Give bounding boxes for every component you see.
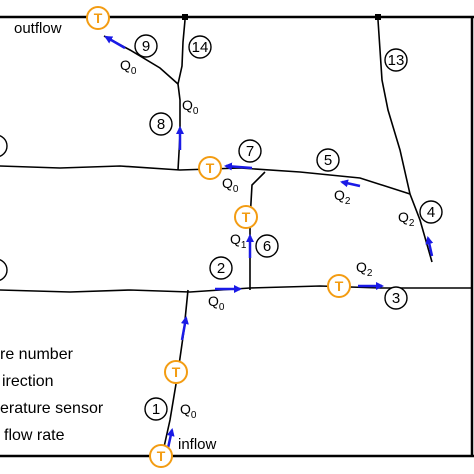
temperature-sensor-icon: T: [198, 156, 222, 180]
svg-text:T: T: [206, 160, 215, 176]
flow-label-3: Q2: [356, 259, 373, 279]
node-label-3: 3: [392, 290, 400, 307]
node-label-1: 1: [152, 401, 160, 418]
node-label-4: 4: [427, 204, 435, 221]
legend-flow-rate: flow rate: [4, 427, 65, 444]
arrow-7: [224, 162, 253, 171]
svg-text:T: T: [157, 448, 166, 464]
flow-label-7: Q0: [222, 175, 239, 195]
outflow-label: outflow: [14, 20, 62, 37]
node-label-6: 6: [263, 238, 271, 255]
arrow-4: [425, 236, 434, 257]
node-label-14: 14: [192, 39, 209, 56]
node-label-9: 9: [142, 38, 150, 55]
fracture-13: [377, 19, 433, 263]
legend-fracture-number: re number: [0, 346, 74, 363]
outlet-marker: [182, 14, 188, 20]
flow-arrows: [104, 35, 434, 449]
flow-rate-labels: Q0 Q0 Q0 Q0 Q0 Q1 Q2 Q2 Q2: [120, 57, 415, 421]
flow-label-6: Q1: [230, 231, 247, 251]
temperature-sensor-icon: T: [149, 444, 173, 468]
arrow-9: [104, 35, 126, 50]
svg-text:T: T: [242, 209, 251, 225]
node-label-7: 7: [246, 143, 254, 160]
flow-label-5: Q2: [334, 187, 351, 207]
node-label-8: 8: [157, 116, 165, 133]
flow-label-8: Q0: [182, 97, 199, 117]
node-label-13: 13: [388, 52, 405, 69]
inflow-label: inflow: [178, 436, 217, 453]
arrow-1-upper: [180, 316, 189, 341]
flow-label-4: Q2: [398, 209, 415, 229]
fracture-number-labels: 9 14 13 8 7 5 4 6 2 3 1: [142, 38, 435, 418]
flow-label-9: Q0: [120, 57, 137, 77]
node-label-5: 5: [324, 152, 332, 169]
node-label-2: 2: [217, 260, 225, 277]
outlet-marker: [375, 14, 381, 20]
fracture-number-circles: [0, 34, 443, 421]
legend: re number irection erature sensor flow r…: [0, 346, 104, 444]
svg-text:T: T: [335, 278, 344, 294]
temperature-sensor-icon: T: [164, 360, 188, 384]
fracture-7-6: [249, 171, 266, 290]
temperature-sensor-icon: T: [327, 274, 351, 298]
svg-text:T: T: [172, 364, 181, 380]
arrow-5: [340, 179, 361, 188]
legend-temperature-sensor: erature sensor: [0, 400, 104, 417]
flow-label-1: Q0: [180, 401, 197, 421]
arrow-1-lower: [166, 428, 175, 449]
svg-text:T: T: [94, 10, 103, 26]
temperature-sensor-icon: T: [234, 205, 258, 229]
temperature-sensor-icon: T: [86, 6, 110, 30]
flow-label-2: Q0: [208, 293, 225, 313]
temperature-sensors: T T T T T T: [86, 6, 351, 468]
legend-flow-direction: irection: [2, 373, 54, 390]
